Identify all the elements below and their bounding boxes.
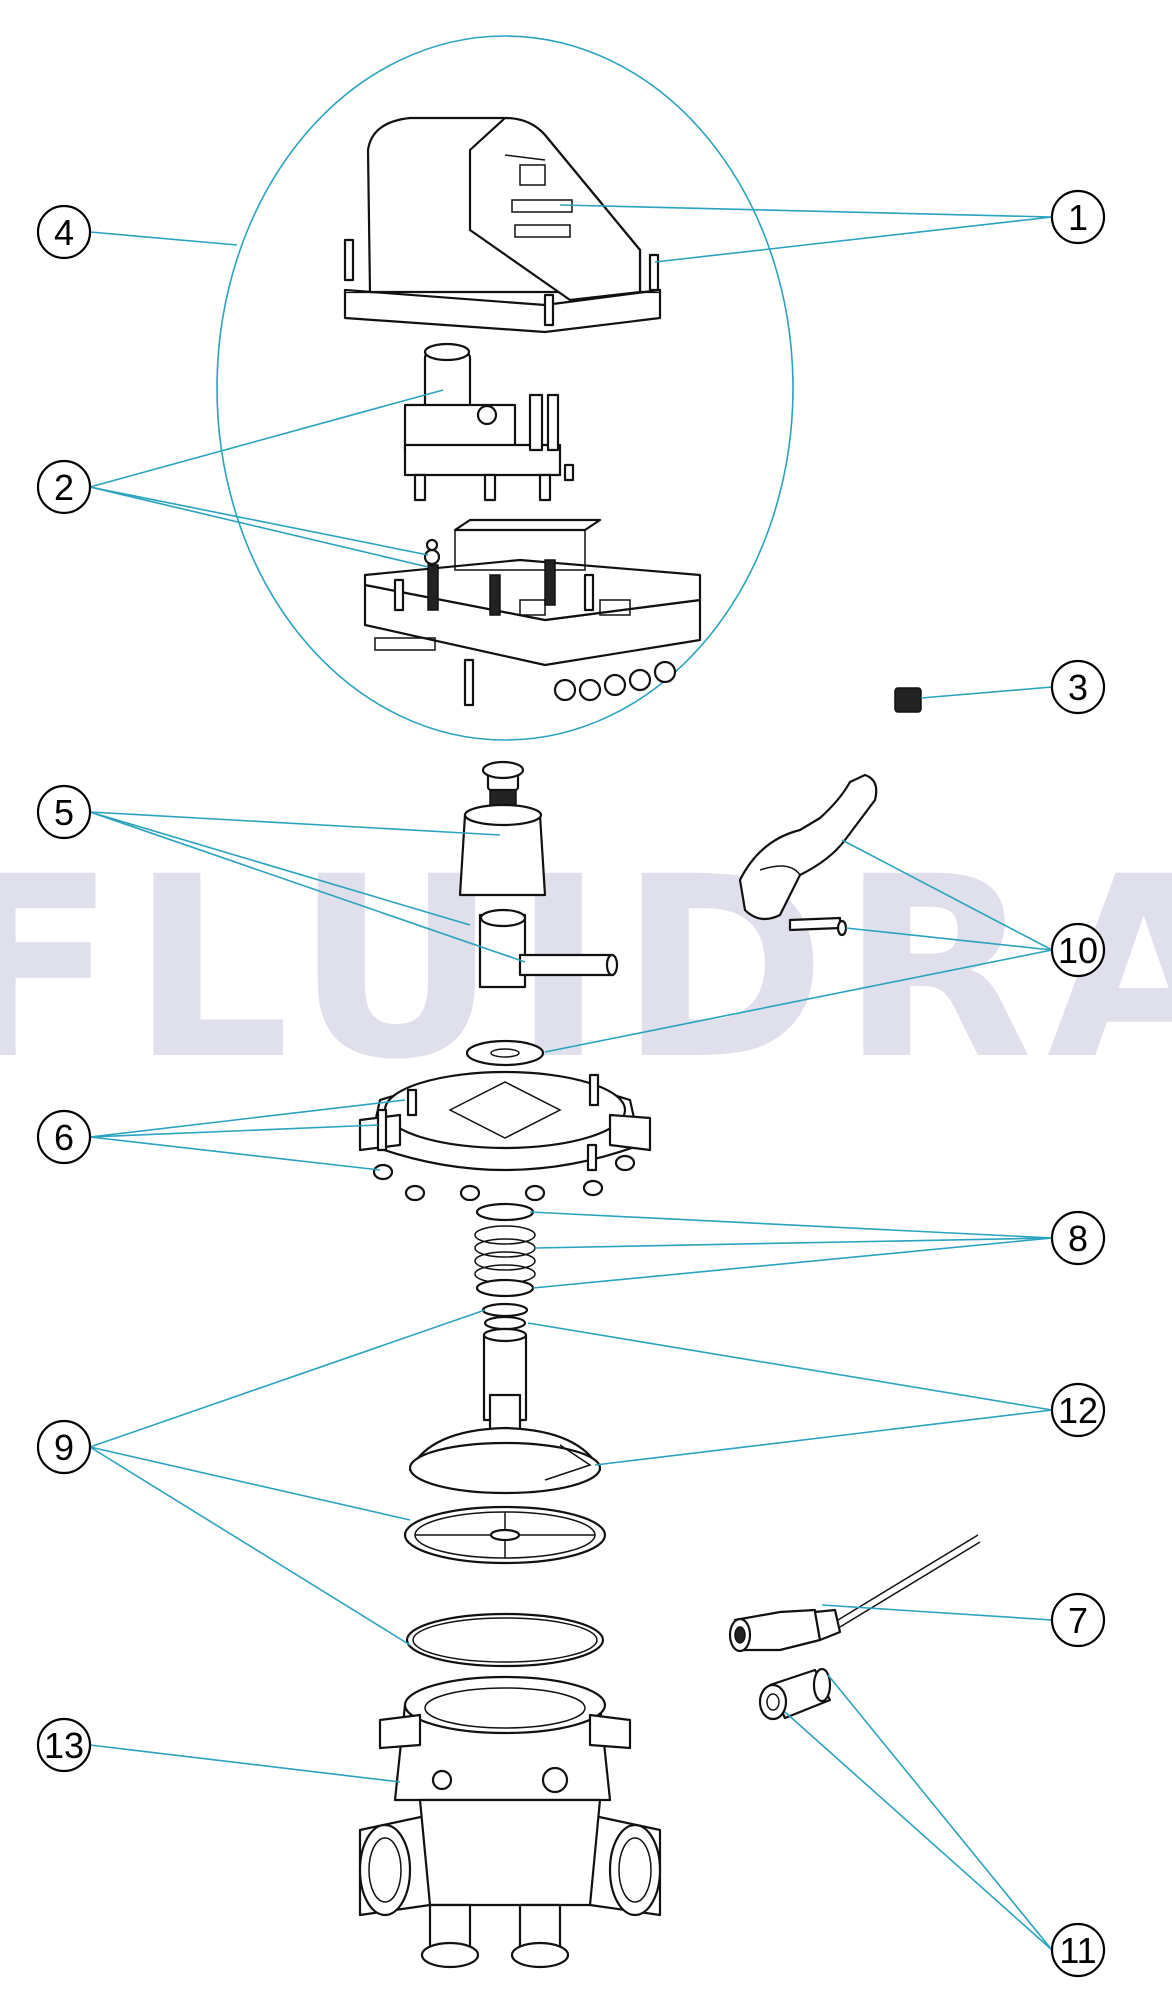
svg-text:6: 6	[54, 1117, 74, 1158]
svg-text:9: 9	[54, 1427, 74, 1468]
actuator-group-ellipse	[216, 35, 794, 741]
actuator-cover	[343, 116, 662, 334]
motor-assembly	[403, 342, 575, 502]
callout-8: 8	[1050, 1210, 1106, 1266]
large-o-ring	[405, 1612, 605, 1668]
svg-text:13: 13	[44, 1725, 84, 1766]
valve-rotor	[408, 1327, 602, 1495]
svg-text:5: 5	[54, 792, 74, 833]
callout-11: 11	[1050, 1922, 1106, 1978]
svg-text:1: 1	[1068, 197, 1088, 238]
callout-4: 4	[36, 204, 92, 260]
callout-5: 5	[36, 784, 92, 840]
knob-shaft-assembly	[458, 760, 619, 989]
svg-text:2: 2	[54, 467, 74, 508]
callout-3: 3	[1050, 659, 1106, 715]
callout-1: 1	[1050, 189, 1106, 245]
svg-text:10: 10	[1058, 930, 1098, 971]
handle-lever	[738, 773, 878, 937]
cover-nuts	[372, 1154, 636, 1202]
svg-text:3: 3	[1068, 667, 1088, 708]
spring-oring-set	[474, 1202, 536, 1331]
callout-10: 10	[1050, 922, 1106, 978]
svg-text:7: 7	[1068, 1600, 1088, 1641]
callout-13: 13	[36, 1717, 92, 1773]
callout-12: 12	[1050, 1382, 1106, 1438]
svg-text:8: 8	[1068, 1218, 1088, 1259]
svg-text:4: 4	[54, 212, 74, 253]
small-connector	[894, 687, 922, 713]
callout-9: 9	[36, 1419, 92, 1475]
callout-7: 7	[1050, 1592, 1106, 1648]
svg-text:12: 12	[1058, 1390, 1098, 1431]
gauge-fitting-with-cable	[728, 1534, 981, 1653]
leader-lines	[89, 204, 1053, 1951]
valve-body	[358, 1675, 662, 1969]
valve-cover	[358, 1070, 652, 1172]
callout-6: 6	[36, 1109, 92, 1165]
svg-text:11: 11	[1059, 1930, 1096, 1971]
adapter-fitting	[758, 1667, 832, 1721]
callout-2: 2	[36, 459, 92, 515]
washer	[465, 1039, 545, 1067]
star-gasket	[403, 1505, 607, 1565]
control-board-base	[363, 518, 702, 707]
